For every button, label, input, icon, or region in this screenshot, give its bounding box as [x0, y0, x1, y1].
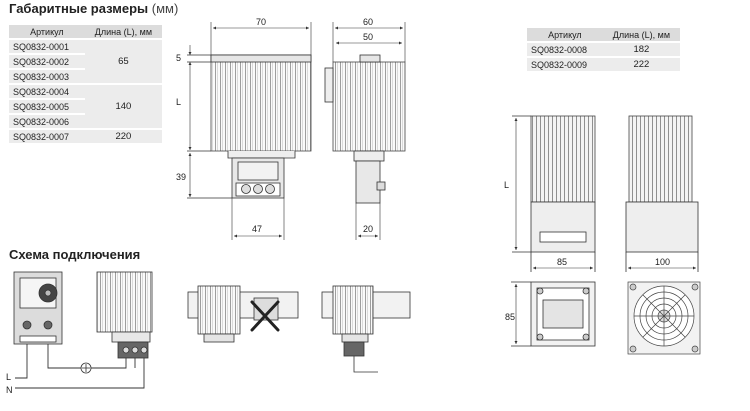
neutral-label: N [6, 385, 13, 395]
spec-table-1: Артикул Длина (L), мм SQ0832-0001 65 SQ0… [9, 23, 162, 145]
table-row: SQ0832-0007 220 [9, 130, 162, 143]
table-row: SQ0832-0002 [9, 55, 162, 68]
fan-grille-drawing [627, 281, 701, 355]
dimension-label: 100 [655, 257, 670, 267]
dimension-label: L [176, 97, 181, 107]
side-view-drawing [324, 54, 406, 204]
wrong-mounting-drawing [187, 285, 299, 343]
table-row: SQ0832-0008 182 [527, 43, 680, 56]
dimension-lines-front [188, 22, 312, 240]
column-header-article: Артикул [527, 28, 603, 41]
article-cell: SQ0832-0006 [9, 115, 85, 128]
table-row: SQ0832-0006 [9, 115, 162, 128]
article-cell: SQ0832-0008 [527, 43, 603, 56]
dimensions-title: Габаритные размеры (мм) [9, 1, 178, 16]
length-cell: 222 [602, 58, 680, 71]
dimension-label: 47 [252, 224, 262, 234]
table-row: SQ0832-0005 [9, 100, 162, 113]
column-header-length: Длина (L), мм [602, 28, 680, 41]
dimension-label: 20 [363, 224, 373, 234]
article-cell: SQ0832-0007 [9, 130, 85, 143]
article-cell: SQ0832-0005 [9, 100, 85, 113]
correct-mounting-drawing [321, 285, 411, 373]
front-view-drawing [187, 54, 312, 199]
wiring-lines [15, 344, 145, 389]
column-header-article: Артикул [9, 25, 85, 38]
large-heater-side-drawing [625, 115, 699, 272]
table-header-row: Артикул Длина (L), мм [527, 28, 680, 41]
length-cell: 65 [84, 40, 162, 83]
column-header-length: Длина (L), мм [84, 25, 162, 38]
article-cell: SQ0832-0002 [9, 55, 85, 68]
spec-table-2: Артикул Длина (L), мм SQ0832-0008 182 SQ… [527, 26, 680, 73]
cross-icon [250, 300, 280, 332]
large-heater-front-drawing [512, 115, 596, 272]
dimension-label: 60 [363, 17, 373, 27]
table-header-row: Артикул Длина (L), мм [9, 25, 162, 38]
dimension-label: 39 [176, 172, 186, 182]
dimension-label: 85 [505, 312, 515, 322]
dimension-label: L [504, 180, 509, 190]
length-cell: 140 [84, 85, 162, 128]
ground-icon [80, 362, 92, 374]
length-cell: 182 [602, 43, 680, 56]
article-cell: SQ0832-0003 [9, 70, 85, 83]
article-cell: SQ0832-0009 [527, 58, 603, 71]
bottom-view-terminals-drawing [511, 281, 596, 347]
dimension-lines-large-front [514, 118, 593, 270]
dimension-label: 5 [176, 53, 181, 63]
thermostat-drawing [13, 271, 63, 345]
dimension-label: 50 [363, 32, 373, 42]
table-row: SQ0832-0009 222 [527, 58, 680, 71]
dimension-label: 70 [256, 17, 266, 27]
dimensions-unit: (мм) [151, 1, 179, 16]
wiring-title: Схема подключения [9, 247, 141, 262]
article-cell: SQ0832-0004 [9, 85, 85, 98]
dimension-lines-side [332, 22, 406, 240]
phase-label: L [6, 372, 11, 382]
table-row: SQ0832-0003 [9, 70, 162, 83]
table-row: SQ0832-0001 65 [9, 40, 162, 83]
dimensions-title-text: Габаритные размеры [9, 1, 149, 16]
dimension-label: 85 [557, 257, 567, 267]
length-cell: 220 [84, 130, 162, 143]
wiring-heater-drawing [96, 271, 153, 359]
table-row: SQ0832-0004 140 [9, 85, 162, 128]
article-cell: SQ0832-0001 [9, 40, 85, 53]
